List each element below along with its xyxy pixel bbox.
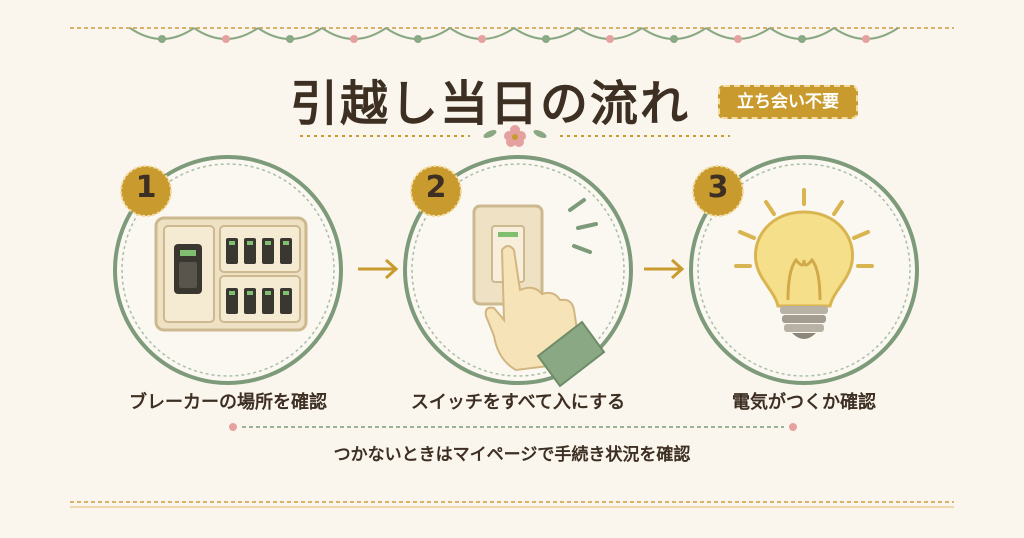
top-garland-decoration	[70, 27, 954, 43]
step-3-number: 3	[707, 170, 729, 205]
step-3-circle	[689, 155, 919, 385]
garland-flower-icon	[414, 35, 422, 43]
breaker-indicator	[247, 291, 253, 295]
page-title: 引越し当日の流れ	[290, 76, 691, 132]
garland-flower-icon	[478, 35, 486, 43]
breaker-indicator	[265, 241, 271, 245]
garland-flower-icon	[350, 35, 358, 43]
garland-flower-icon	[862, 35, 870, 43]
light-bulb-icon	[734, 188, 874, 339]
flower-icon	[483, 125, 547, 147]
garland-flower-icon	[542, 35, 550, 43]
step-3-number-badge	[692, 165, 744, 217]
no-attendance-badge: 立ち会い不要	[718, 85, 858, 119]
step-1-label: ブレーカーの場所を確認	[129, 392, 327, 413]
footnote-divider	[229, 423, 797, 431]
title-divider	[300, 125, 730, 147]
garland-flower-icon	[606, 35, 614, 43]
garland-flower-icon	[670, 35, 678, 43]
step-2-number: 2	[425, 170, 447, 205]
step-1-circle	[113, 155, 343, 385]
pointing-hand-icon	[484, 245, 606, 388]
breaker-indicator	[229, 241, 235, 245]
bottom-border-decoration	[70, 501, 954, 508]
garland-flower-icon	[222, 35, 230, 43]
breaker-indicator	[247, 241, 253, 245]
footnote-text: つかないときはマイページで手続き状況を確認	[333, 445, 691, 465]
arrow-right-icon	[644, 258, 685, 280]
garland-flower-icon	[158, 35, 166, 43]
garland-flower-icon	[286, 35, 294, 43]
breaker-indicator	[283, 291, 289, 295]
breaker-indicator	[265, 291, 271, 295]
garland-flower-icon	[734, 35, 742, 43]
step-2-label: スイッチをすべて入にする	[410, 392, 626, 413]
step-2-circle	[403, 155, 633, 388]
breaker-indicator	[283, 241, 289, 245]
step-1-number-badge	[120, 165, 172, 217]
step-3-label: 電気がつくか確認	[732, 392, 876, 413]
garland-flower-icon	[798, 35, 806, 43]
arrow-right-icon	[358, 258, 399, 280]
step-2-number-badge	[410, 165, 462, 217]
breaker-indicator	[229, 291, 235, 295]
step-1-number: 1	[135, 170, 157, 205]
